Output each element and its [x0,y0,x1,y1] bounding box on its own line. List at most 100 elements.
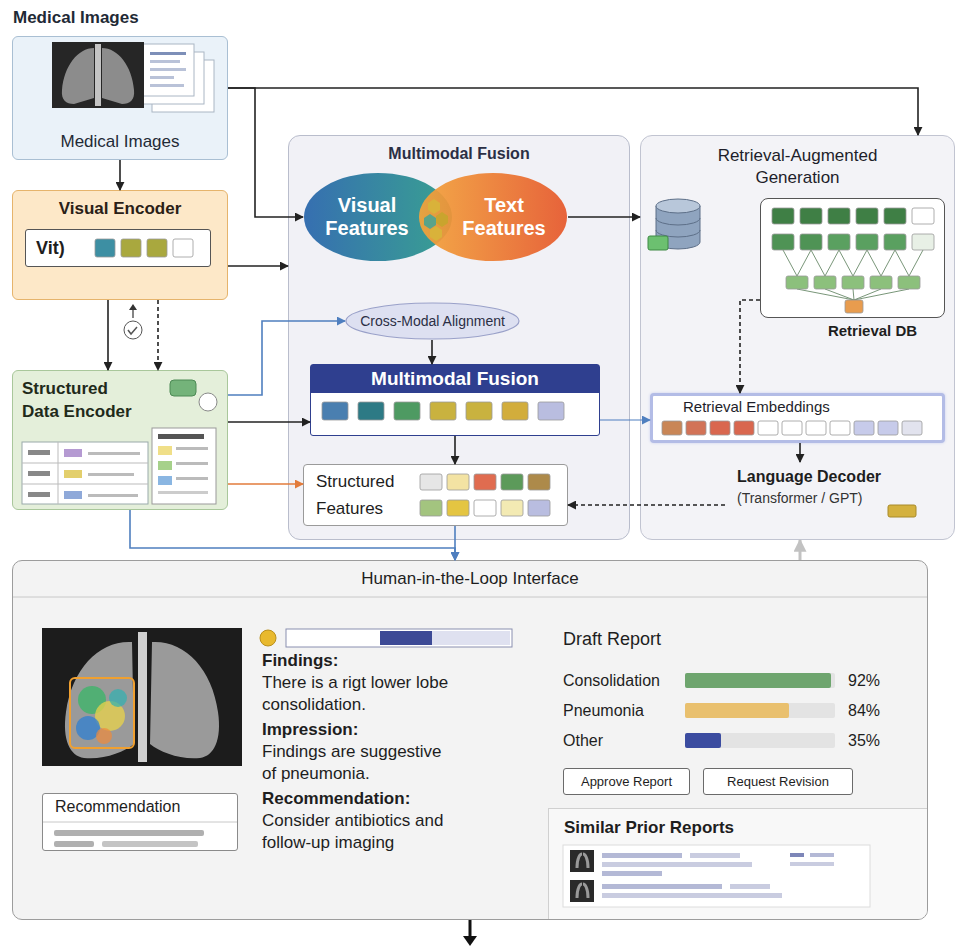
tree-edges [853,289,854,300]
prior-report-list [602,871,662,876]
token-chip [662,421,682,435]
token-chip [501,500,523,516]
document-icon [158,461,172,470]
database-box-label: Retrieval DB [760,322,945,339]
confidence-value: 92% [848,671,908,690]
token-chip [173,239,193,257]
confidence-bars [685,703,789,718]
token-chip [474,474,496,490]
output-arrow [463,920,477,946]
embedding-tokens [662,421,922,435]
overlap-pattern [428,199,440,214]
feature-circle-outline [419,173,567,261]
heatmap-overlay [70,678,134,748]
overlap-pattern [424,214,436,229]
flow-arrow [600,419,650,420]
document-icon [176,447,208,450]
data-table [28,471,50,476]
document-icon [158,446,172,455]
feature-circle-label: Text Features [458,194,550,240]
confidence-bars [685,703,835,718]
tree-edges [895,250,909,276]
class-label-holder: Consolidation [563,671,678,690]
database-icon [656,206,700,249]
feature-box: Structured Features [303,464,568,526]
feature-circle-label: Visual Features [321,194,413,240]
prior-report-list [810,853,834,857]
tree-root [845,300,863,313]
confidence-value-holder: 35% [848,731,908,750]
recommendation-box-label: Recommendation [55,798,225,816]
token-chip [854,421,874,435]
prior-report-list [790,862,834,866]
flow-arrow [119,160,121,190]
fusion-band-label: Multimodal Fusion [311,365,599,393]
data-table [22,442,148,504]
rag-panel-label: Retrieval-Augmented Generation [683,145,913,189]
flow-arrow [107,300,109,370]
data-table [88,494,138,497]
database-icon [656,218,700,237]
flow-arrow [228,421,310,423]
fusion-panel-label: Multimodal Fusion [289,136,629,163]
section-heading: Impression: [262,720,502,740]
class-label-holder: Pneumonia [563,701,678,720]
token-chip [806,421,826,435]
tree-edges [825,289,854,300]
similar-reports-panel-label: Similar Prior Reports [564,818,912,838]
class-label: Consolidation [563,671,678,690]
overlap-pattern [436,212,448,227]
overlap-pattern [430,226,442,241]
report-stack [152,60,214,112]
output-arrow [469,920,472,938]
chest-xray [138,632,147,762]
recommendation-text: Consider antibiotics and follow-up imagi… [262,810,487,854]
database-icon [656,199,700,213]
progress-indicator [260,629,512,647]
flow-arrow [568,504,725,506]
document-icon [176,477,208,480]
xray-thumbnail [102,48,134,104]
confidence-bars [685,673,835,748]
fusion-tokens [322,402,564,420]
data-table [64,470,82,478]
input-panel-label: Medical Images [12,8,228,28]
token-chip [420,500,442,516]
prior-report-list [602,862,752,867]
tree-row [772,234,934,250]
impression-text: Findings are suggestive of pneumonia. [262,741,454,785]
impression-text-holder: Findings are suggestive of pneumonia. [262,741,454,785]
token-chip [828,208,850,224]
flow-arrow [454,526,456,560]
document-icon [176,462,208,465]
tree-edges [854,289,909,300]
embedding-box-label: Retrieval Embeddings [653,396,942,415]
prior-report-list [690,853,740,858]
decoder-block-subtext: (Transformer / GPT) [737,488,930,508]
xray-thumbnail [52,42,144,108]
fusion-panel: Multimodal FusionVisual FeaturesText Fea… [288,135,630,540]
encoder-icons [199,393,217,411]
confidence-value-holder: 84% [848,701,908,720]
flow-arrow [799,540,802,560]
output-arrow [463,936,477,946]
action-button-label: Approve Report [564,769,689,794]
section-heading-holder: Impression: [262,720,502,740]
panel-divider [13,597,927,598]
section-heading-holder: Findings: [262,651,502,671]
token-chip [322,402,348,420]
database-icon [648,236,668,250]
token-chip [902,421,922,435]
flow-arrow [228,321,345,395]
recommendation-lines [54,841,94,847]
prior-report-list [790,853,804,857]
action-button: Approve Report [563,768,690,795]
chest-xray [42,628,242,766]
flow-arrow [157,300,159,370]
tree-edges [839,250,853,276]
token-chip [772,234,794,250]
token-chip [394,402,420,420]
database-box: Retrieval DB [760,198,945,340]
